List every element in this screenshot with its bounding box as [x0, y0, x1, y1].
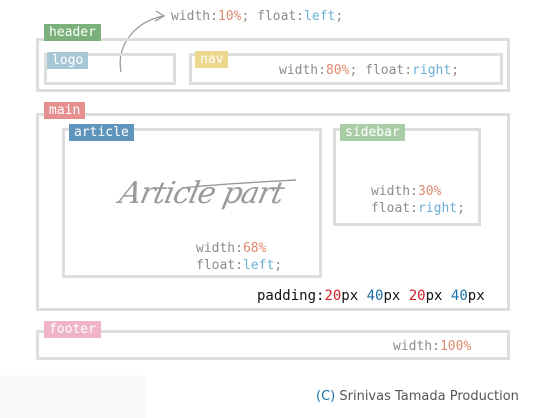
script-flourish-icon: [181, 179, 297, 189]
main-padding-note: padding:20px 40px 20px 40px: [257, 288, 485, 304]
header-tag: header: [44, 24, 101, 41]
footer-tag: footer: [44, 321, 101, 338]
main-box: [36, 113, 510, 311]
logo-box: [44, 53, 176, 85]
article-float-note: float:left;: [196, 258, 283, 273]
sidebar-width-note: width:30%: [371, 184, 442, 199]
article-tag: article: [69, 124, 134, 141]
header-box: [36, 38, 510, 92]
nav-width-note: width:80%; float:right;: [279, 63, 460, 78]
credit-text: (C) Srinivas Tamada Production: [316, 389, 519, 404]
nav-tag: nav: [195, 51, 229, 68]
main-tag: main: [44, 102, 86, 119]
footer-width-note: width:100%: [393, 339, 472, 354]
sidebar-tag: sidebar: [340, 124, 405, 141]
sidebar-float-note: float:right;: [371, 201, 465, 216]
header-width-note: width:10%; float:left;: [171, 9, 344, 24]
article-width-note: width:68%: [196, 241, 267, 256]
footer-box: [36, 330, 510, 360]
logo-tag: logo: [47, 52, 89, 69]
sidebar-box: [333, 128, 481, 226]
corner-block: [0, 375, 145, 418]
nav-box: [189, 53, 503, 85]
article-box: [62, 128, 322, 278]
